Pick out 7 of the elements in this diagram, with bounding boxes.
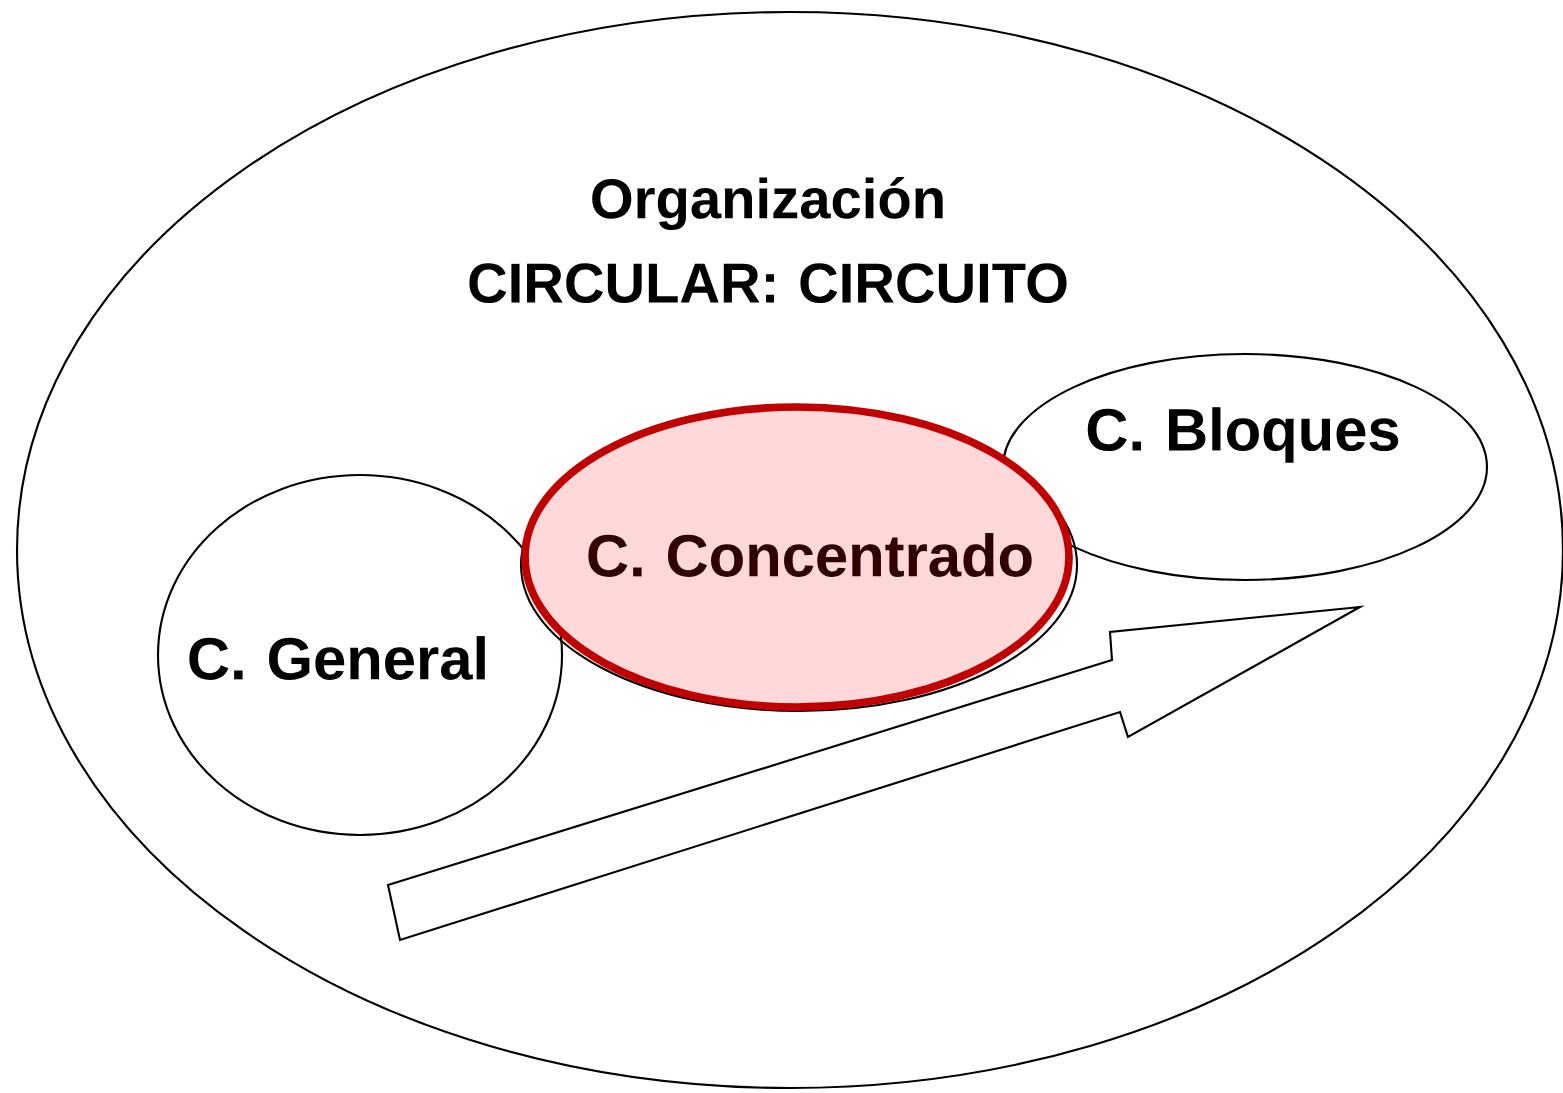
node-label: C. Bloques	[1087, 407, 1399, 463]
node-label: C. Concentrado	[588, 533, 1032, 577]
highlighted-ellipse	[519, 403, 1079, 713]
outer-ellipse	[15, 10, 1563, 1090]
title-text: Organización CIRCULAR: CIRCUITO	[469, 176, 1067, 304]
ellipse	[156, 473, 564, 837]
node-label: C. General	[189, 636, 485, 680]
